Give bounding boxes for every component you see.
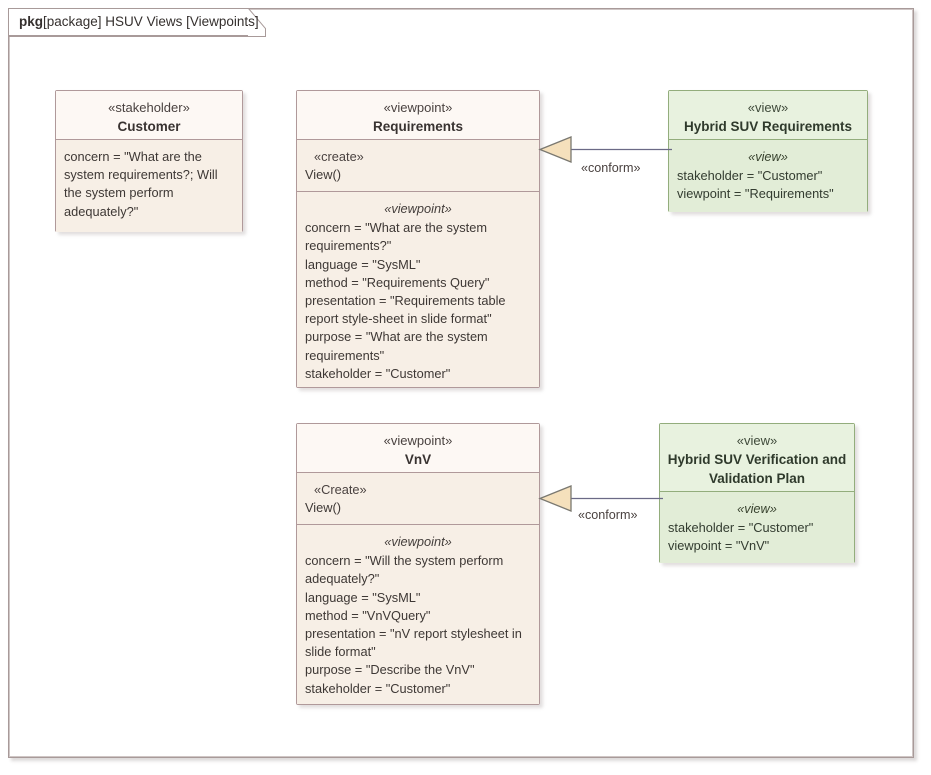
package-name-tab: pkg[package] HSUV Views [Viewpoints] bbox=[8, 8, 266, 37]
hsuv-vnv-view-name: Hybrid SUV Verification and Validation P… bbox=[667, 452, 847, 486]
vnv-viewpoint-property-stakeholder: stakeholder = "Customer" bbox=[305, 680, 451, 696]
vnv-viewpoint-operation-name: View() bbox=[305, 500, 342, 516]
hsuv-requirements-view-property-viewpoint: viewpoint = "Requirements" bbox=[677, 186, 834, 202]
hsuv-vnv-view-properties-compartment: «view» stakeholder = "Customer" viewpoin… bbox=[660, 492, 854, 563]
conform-vnv-label: «conform» bbox=[578, 508, 638, 522]
node-vnv-viewpoint[interactable]: «viewpoint» VnV «Create» View() «viewpoi… bbox=[296, 423, 540, 705]
node-hybrid-suv-requirements-view[interactable]: «view» Hybrid SUV Requirements «view» st… bbox=[668, 90, 868, 212]
requirements-viewpoint-operation-name: View() bbox=[305, 167, 342, 183]
vnv-viewpoint-property-concern: concern = "Will the system perform adequ… bbox=[305, 553, 504, 587]
hsuv-requirements-view-header: «view» Hybrid SUV Requirements bbox=[669, 91, 867, 140]
hsuv-requirements-view-properties-stereotype: «view» bbox=[748, 149, 788, 164]
hsuv-requirements-view-name: Hybrid SUV Requirements bbox=[683, 119, 853, 134]
requirements-viewpoint-stereotype: «viewpoint» bbox=[383, 100, 453, 115]
requirements-viewpoint-header: «viewpoint» Requirements bbox=[297, 91, 539, 140]
customer-stereotype: «stakeholder» bbox=[108, 100, 190, 115]
requirements-viewpoint-name: Requirements bbox=[372, 119, 464, 134]
hsuv-vnv-view-properties-stereotype: «view» bbox=[737, 501, 777, 516]
vnv-viewpoint-header: «viewpoint» VnV bbox=[297, 424, 539, 473]
requirements-viewpoint-properties-stereotype: «viewpoint» bbox=[384, 201, 452, 216]
hsuv-requirements-view-properties-compartment: «view» stakeholder = "Customer" viewpoin… bbox=[669, 140, 867, 212]
vnv-viewpoint-property-method: method = "VnVQuery" bbox=[305, 607, 431, 623]
vnv-viewpoint-stereotype: «viewpoint» bbox=[383, 433, 453, 448]
node-customer-stakeholder[interactable]: «stakeholder» Customer concern = "What a… bbox=[55, 90, 243, 232]
node-hybrid-suv-vnv-plan-view[interactable]: «view» Hybrid SUV Verification and Valid… bbox=[659, 423, 855, 563]
requirements-viewpoint-property-concern: concern = "What are the system requireme… bbox=[305, 220, 487, 254]
requirements-viewpoint-property-presentation: presentation = "Requirements table repor… bbox=[305, 293, 506, 327]
customer-name: Customer bbox=[117, 119, 181, 134]
requirements-viewpoint-property-purpose: purpose = "What are the system requireme… bbox=[305, 329, 488, 363]
conform-requirements-label: «conform» bbox=[581, 161, 641, 175]
hsuv-vnv-view-property-stakeholder: stakeholder = "Customer" bbox=[668, 520, 814, 536]
hsuv-requirements-view-property-stakeholder: stakeholder = "Customer" bbox=[677, 168, 823, 184]
requirements-viewpoint-property-method: method = "Requirements Query" bbox=[305, 274, 490, 290]
vnv-viewpoint-property-purpose: purpose = "Describe the VnV" bbox=[305, 662, 475, 678]
vnv-viewpoint-property-presentation: presentation = "nV report stylesheet in … bbox=[305, 626, 522, 660]
vnv-viewpoint-property-language: language = "SysML" bbox=[305, 589, 421, 605]
requirements-viewpoint-property-language: language = "SysML" bbox=[305, 256, 421, 272]
vnv-viewpoint-operations-compartment: «Create» View() bbox=[297, 473, 539, 525]
hsuv-vnv-view-stereotype: «view» bbox=[736, 433, 778, 448]
package-title-text: [package] HSUV Views [Viewpoints] bbox=[43, 14, 259, 29]
hsuv-requirements-view-stereotype: «view» bbox=[747, 100, 789, 115]
package-tab-shape bbox=[8, 8, 266, 37]
node-requirements-viewpoint[interactable]: «viewpoint» Requirements «create» View()… bbox=[296, 90, 540, 388]
requirements-viewpoint-operations-compartment: «create» View() bbox=[297, 140, 539, 192]
customer-header: «stakeholder» Customer bbox=[56, 91, 242, 140]
vnv-viewpoint-properties-compartment: «viewpoint» concern = "Will the system p… bbox=[297, 525, 539, 704]
requirements-viewpoint-operation-stereotype: «create» bbox=[314, 149, 364, 164]
vnv-viewpoint-name: VnV bbox=[404, 452, 432, 467]
package-keyword: pkg bbox=[19, 14, 44, 29]
vnv-viewpoint-properties-stereotype: «viewpoint» bbox=[384, 534, 452, 549]
vnv-viewpoint-operation-stereotype: «Create» bbox=[314, 482, 367, 497]
package-title: pkg[package] HSUV Views [Viewpoints] bbox=[19, 12, 259, 31]
hsuv-vnv-view-property-viewpoint: viewpoint = "VnV" bbox=[668, 538, 770, 554]
hsuv-vnv-view-header: «view» Hybrid SUV Verification and Valid… bbox=[660, 424, 854, 492]
requirements-viewpoint-properties-compartment: «viewpoint» concern = "What are the syst… bbox=[297, 192, 539, 387]
customer-property-concern: concern = "What are the system requireme… bbox=[64, 149, 218, 219]
requirements-viewpoint-property-stakeholder: stakeholder = "Customer" bbox=[305, 365, 451, 381]
customer-properties-compartment: concern = "What are the system requireme… bbox=[56, 140, 242, 232]
